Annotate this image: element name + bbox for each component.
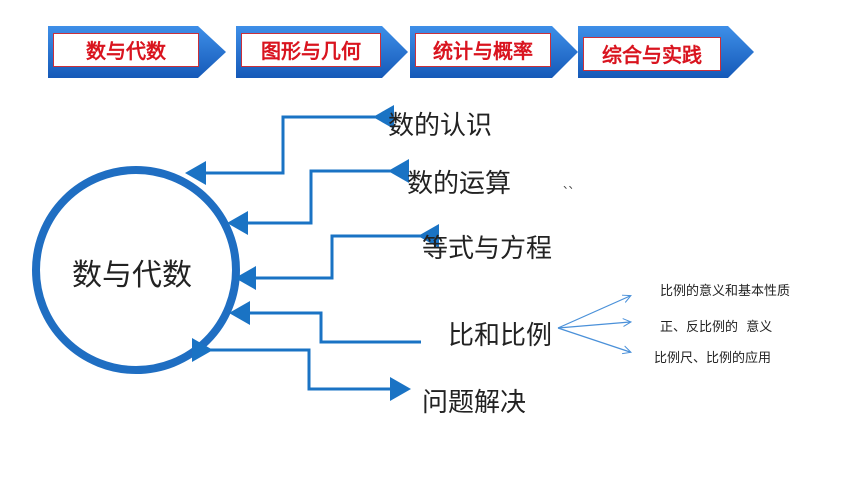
tab-number-algebra[interactable]: 数与代数 (48, 26, 226, 84)
tab-statistics[interactable]: 统计与概率 (410, 26, 578, 84)
branch-problem-solving: 问题解决 (422, 388, 527, 418)
sub-branch-proportion-meaning: 正、反比例的 意义 (660, 320, 773, 335)
center-label: 数与代数 (72, 258, 192, 293)
branch-equation: 等式与方程 (422, 234, 553, 264)
connector-number-recognition (185, 105, 394, 185)
sub-connector-1 (557, 296, 630, 329)
connector-problem-solving (192, 338, 411, 401)
connector-number-operation (227, 159, 409, 235)
tab-label: 图形与几何 (241, 33, 381, 67)
tab-label: 统计与概率 (415, 33, 551, 67)
branch-ratio: 比和比例 (448, 321, 553, 351)
sub-branch-ratio-meaning: 比例的意义和基本性质 (660, 284, 791, 299)
tab-practice[interactable]: 综合与实践 (578, 26, 754, 84)
stray-mark: 、、 (563, 178, 580, 191)
sub-connector-3 (557, 327, 630, 352)
tab-geometry[interactable]: 图形与几何 (236, 26, 408, 84)
connector-ratio (229, 301, 421, 344)
sub-connector-2 (557, 322, 630, 329)
tab-label: 数与代数 (53, 33, 199, 67)
branch-number-operation: 数的运算 (407, 169, 512, 199)
sub-branch-scale-application: 比例尺、比例的应用 (654, 351, 772, 366)
connector-equation (235, 224, 439, 290)
branch-number-recognition: 数的认识 (388, 111, 493, 141)
tab-label: 综合与实践 (583, 37, 721, 71)
